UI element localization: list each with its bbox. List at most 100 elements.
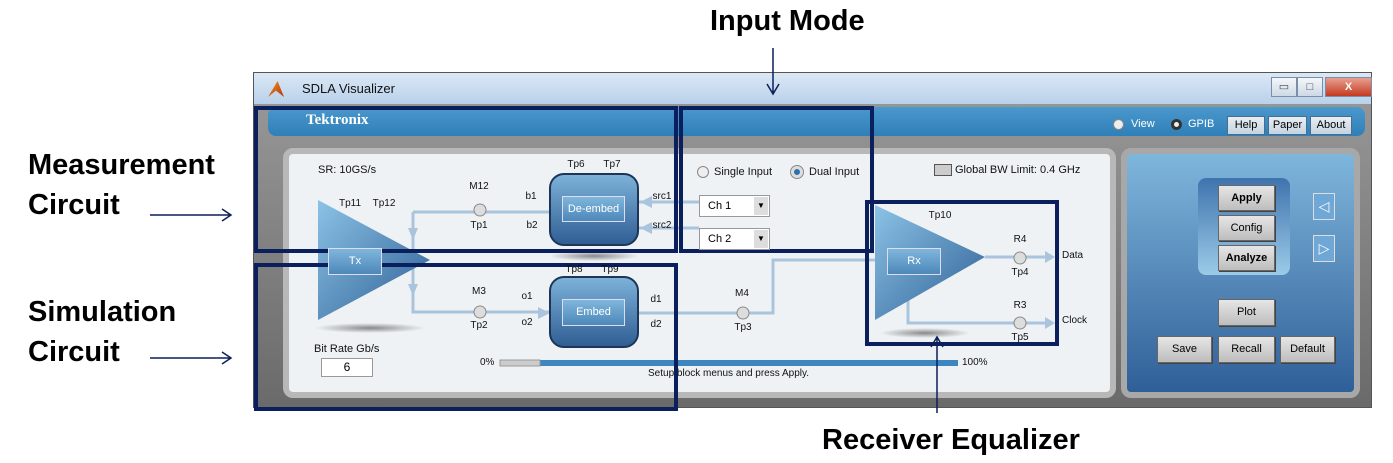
arrow-icon	[1045, 251, 1055, 263]
tp6-label: Tp6	[567, 159, 585, 170]
plot-button[interactable]: Plot	[1218, 299, 1275, 326]
tp4-label: Tp4	[1011, 267, 1029, 278]
arrow-icon	[538, 307, 550, 319]
tx-button[interactable]: Tx	[328, 248, 382, 275]
tx-shadow	[315, 323, 425, 333]
maximize-button[interactable]: □	[1297, 77, 1323, 97]
arrow-icon	[640, 222, 652, 234]
annotation-input-mode: Input Mode	[710, 5, 865, 37]
gpib-radio[interactable]	[1171, 119, 1182, 130]
src2-label: src2	[652, 220, 672, 231]
b1-label: b1	[525, 191, 537, 202]
input-mode-arrow-icon	[766, 48, 780, 96]
gpib-radio-label: GPIB	[1188, 118, 1215, 130]
tp5-label: Tp5	[1011, 332, 1029, 343]
window-title: SDLA Visualizer	[302, 81, 395, 96]
deembed-button[interactable]: De-embed	[562, 196, 625, 222]
clock-line	[906, 290, 1050, 325]
circuit-panel	[283, 148, 1116, 398]
annotation-receiver: Receiver Equalizer	[822, 424, 1080, 456]
default-button[interactable]: Default	[1280, 336, 1335, 363]
dual-input-radio[interactable]	[790, 165, 804, 179]
help-button[interactable]: Help	[1227, 116, 1265, 135]
receiver-arrow-icon	[930, 335, 944, 413]
simulation-circuit-box	[254, 263, 678, 411]
embed-rx-line	[638, 258, 875, 315]
progress-max: 100%	[962, 357, 988, 368]
r3-label: R3	[1013, 300, 1027, 311]
tp7-label: Tp7	[603, 159, 621, 170]
rx-button[interactable]: Rx	[887, 248, 941, 275]
receiver-equalizer-box	[865, 200, 1059, 346]
config-button[interactable]: Config	[1218, 215, 1275, 241]
r4-label: R4	[1013, 234, 1027, 245]
input-mode-box	[679, 106, 874, 253]
rx-shadow	[880, 328, 970, 338]
tp3-label: Tp3	[734, 322, 752, 333]
status-text: Setup block menus and press Apply.	[648, 368, 810, 379]
m4-probe-icon	[736, 306, 750, 320]
dual-input-label: Dual Input	[809, 166, 860, 178]
minimize-button[interactable]: ▭	[1271, 77, 1297, 97]
bit-rate-input[interactable]: 6	[321, 358, 373, 377]
chevron-down-icon: ▼	[754, 230, 768, 248]
next-button[interactable]: ▷	[1313, 235, 1335, 262]
channel-a-value: Ch 1	[708, 200, 732, 212]
arrow-icon	[1045, 317, 1055, 329]
progress-fill	[499, 359, 541, 367]
r3-probe-icon	[1013, 316, 1027, 330]
bit-rate-label: Bit Rate Gb/s	[314, 343, 380, 355]
clock-output-label: Clock	[1062, 315, 1088, 326]
chevron-down-icon: ▼	[754, 197, 768, 215]
global-bw-label: Global BW Limit: 0.4 GHz	[955, 164, 1081, 176]
recall-button[interactable]: Recall	[1218, 336, 1275, 363]
arrow-icon	[408, 228, 418, 240]
progress-track	[500, 360, 958, 366]
arrow-icon	[640, 196, 652, 208]
tp11-label: Tp11	[338, 198, 362, 209]
d1-label: d1	[650, 294, 662, 305]
annotation-measurement-2: Circuit	[28, 189, 120, 221]
view-radio[interactable]	[1113, 119, 1124, 130]
annotation-simulation-2: Circuit	[28, 336, 120, 368]
channel-a-dropdown[interactable]: Ch 1 ▼	[699, 195, 770, 217]
apply-button[interactable]: Apply	[1218, 185, 1275, 211]
view-radio-label: View	[1131, 118, 1155, 130]
title-bar: SDLA Visualizer ▭ □ X	[254, 73, 1372, 104]
d2-label: d2	[650, 319, 662, 330]
single-input-radio[interactable]	[697, 166, 709, 178]
paper-button[interactable]: Paper	[1268, 116, 1307, 135]
m4-label: M4	[735, 288, 749, 299]
arrow-icon	[408, 284, 418, 296]
header-bar: Tektronix	[268, 107, 1365, 136]
tektronix-logo: Tektronix	[306, 112, 369, 128]
global-bw-toggle[interactable]	[934, 164, 952, 176]
b2-label: b2	[526, 220, 538, 231]
prev-button[interactable]: ◁	[1313, 193, 1335, 220]
annotation-measurement-1: Measurement	[28, 149, 215, 181]
embed-button[interactable]: Embed	[562, 299, 625, 326]
close-button[interactable]: X	[1325, 77, 1372, 97]
tp1-label: Tp1	[470, 220, 488, 231]
measurement-arrow-icon	[150, 208, 233, 222]
simulation-arrow-icon	[150, 351, 233, 365]
measurement-circuit-box	[254, 106, 678, 253]
src1-label: src1	[652, 191, 672, 202]
m12-label: M12	[469, 181, 489, 192]
annotation-simulation-1: Simulation	[28, 296, 177, 328]
deembed-shadow	[549, 251, 639, 261]
analyze-button[interactable]: Analyze	[1218, 245, 1275, 271]
signal-lines	[411, 200, 1050, 325]
tp8-label: Tp8	[565, 264, 583, 275]
m12-probe-icon	[473, 203, 487, 217]
save-button[interactable]: Save	[1157, 336, 1212, 363]
data-output-label: Data	[1062, 250, 1084, 261]
tp10-label: Tp10	[928, 210, 952, 221]
about-button[interactable]: About	[1310, 116, 1352, 135]
r4-probe-icon	[1013, 251, 1027, 265]
channel-b-value: Ch 2	[708, 233, 732, 245]
m3-label: M3	[472, 286, 486, 297]
channel-b-dropdown[interactable]: Ch 2 ▼	[699, 228, 770, 250]
tx-line	[411, 212, 550, 314]
